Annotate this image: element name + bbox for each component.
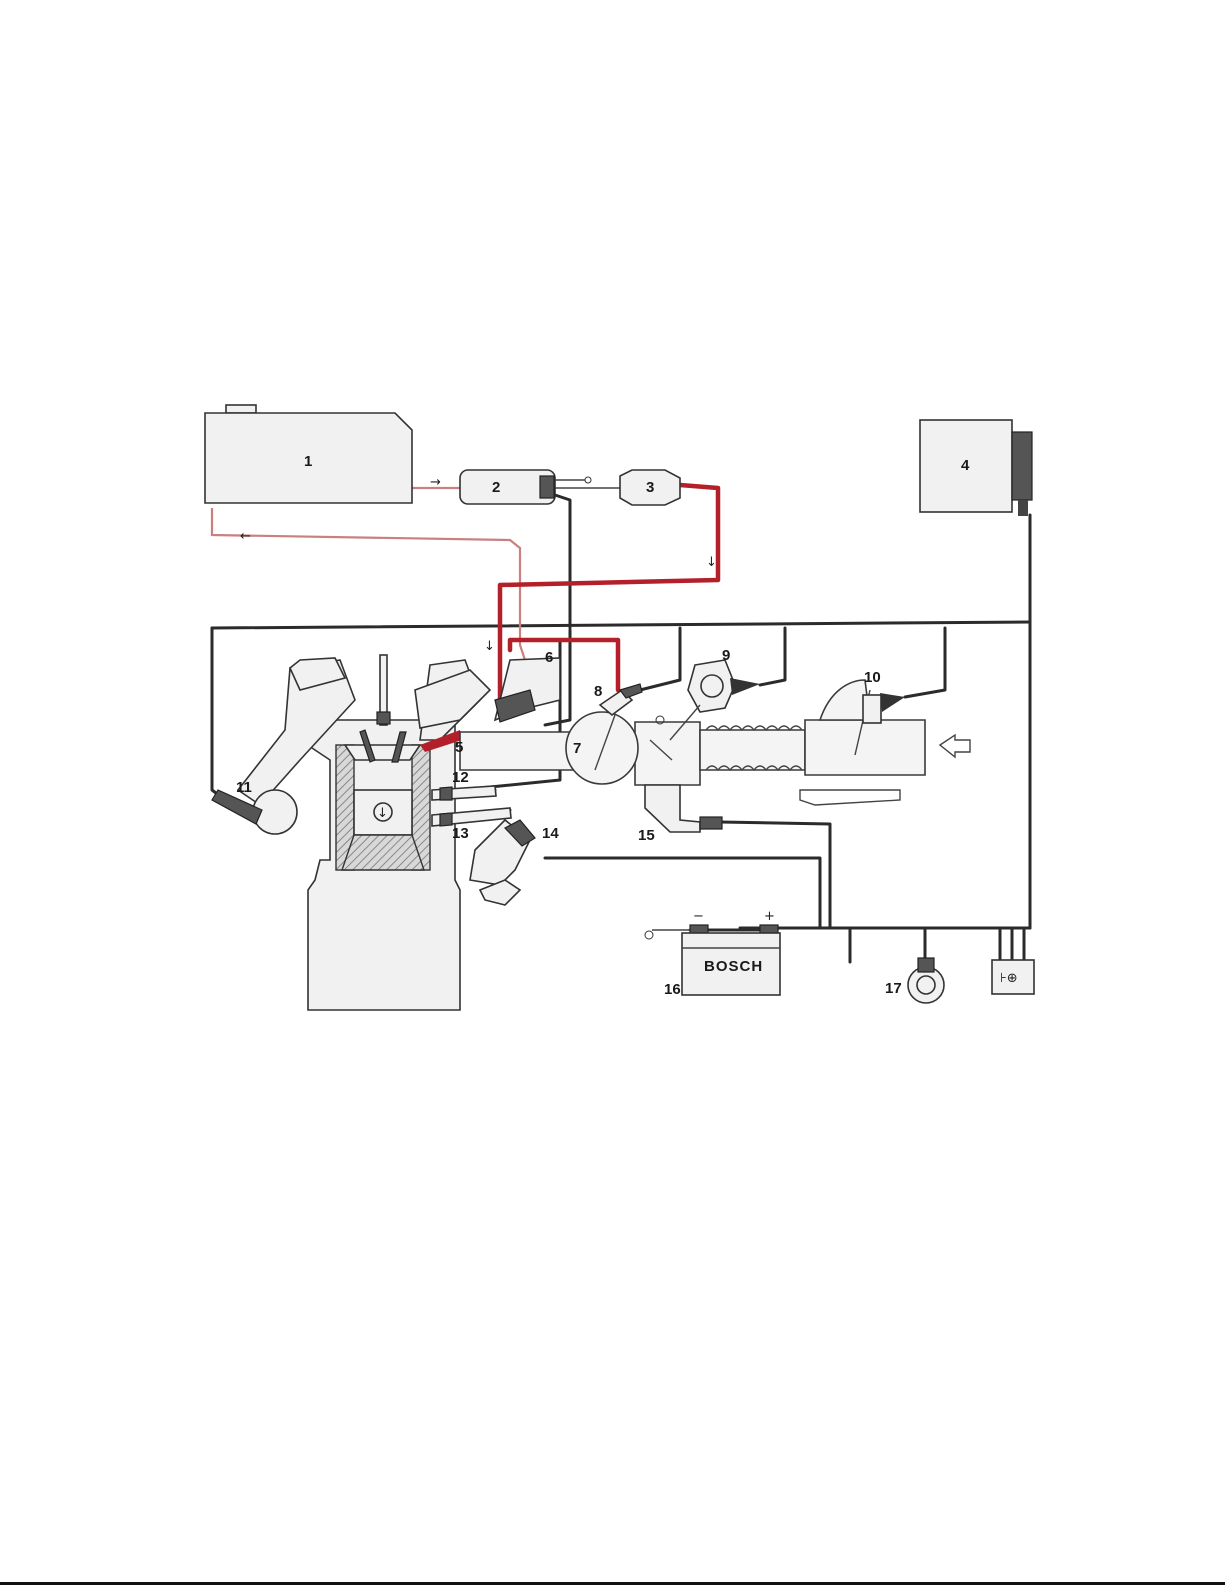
label-4: 4 [961, 457, 970, 474]
label-3: 3 [646, 479, 654, 496]
pressure-regulator [495, 658, 560, 722]
battery-minus-sign: − [693, 909, 704, 924]
label-16: 16 [664, 981, 681, 998]
flow-arrow-icon: → [430, 475, 441, 490]
label-13: 13 [452, 825, 469, 842]
label-9: 9 [722, 647, 730, 664]
ignition-switch [908, 958, 944, 1003]
battery-plus-sign: + [764, 909, 775, 924]
label-1: 1 [304, 453, 312, 470]
relay-symbol-icon: ⊦⊕ [1000, 971, 1018, 986]
label-6: 6 [545, 649, 553, 666]
battery-brand-label: BOSCH [704, 958, 763, 975]
label-5: 5 [455, 739, 463, 756]
flow-arrow-icon: ← [240, 529, 251, 544]
label-12: 12 [452, 769, 469, 786]
label-8: 8 [594, 683, 602, 700]
piston-arrow-icon: ↓ [377, 806, 388, 821]
label-15: 15 [638, 827, 655, 844]
air-flow-sensor [863, 693, 905, 723]
label-10: 10 [864, 669, 881, 686]
flow-arrow-icon: ↓ [484, 639, 495, 654]
label-7: 7 [573, 740, 581, 757]
label-14: 14 [542, 825, 559, 842]
label-17: 17 [885, 980, 902, 997]
label-2: 2 [492, 479, 500, 496]
fuel-pump [460, 470, 591, 504]
electronic-control-unit [920, 420, 1032, 516]
flow-arrow-icon: ↓ [706, 555, 717, 570]
cold-start-valve [600, 684, 642, 715]
ignition-distributor [470, 820, 535, 905]
throttle-valve-switch [645, 785, 722, 832]
label-11: 11 [236, 779, 252, 796]
